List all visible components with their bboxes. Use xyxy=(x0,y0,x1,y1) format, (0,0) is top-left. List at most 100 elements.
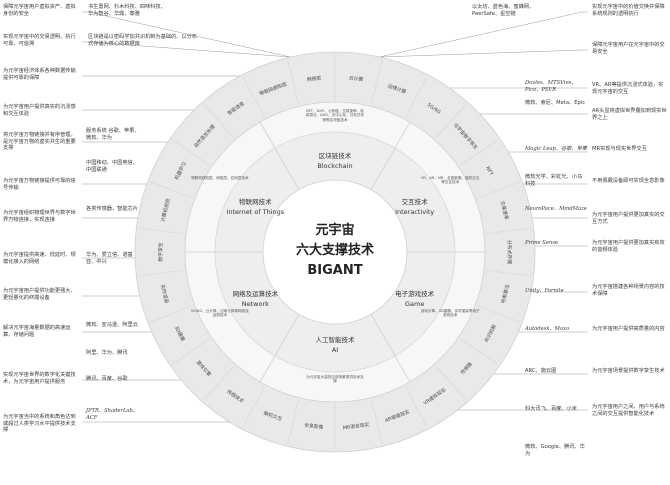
ring-label: NFT xyxy=(484,166,494,177)
left-note-2: 为元宇宙经济体系各种数据传输提供可靠的保障 xyxy=(3,68,76,81)
leader-lines xyxy=(82,11,588,423)
ring-segment-divider xyxy=(203,103,235,139)
pillar-detail: 物联网感知层、网络层、应用层技术 xyxy=(191,175,249,180)
mid-right-1: Dovles、MTSVive、Pico、PSVR xyxy=(525,80,577,93)
ring-segment-divider xyxy=(485,270,532,277)
left-note-10: 实现元宇宙世界的数字化关键技术，为元宇宙用户提供服务 xyxy=(3,372,76,385)
right-note-8: 为元宇宙搭建各种场景内容的技术保障 xyxy=(592,284,665,297)
ring-label: 分布式存储 xyxy=(506,240,513,264)
center-title-line3: BIGANT xyxy=(307,263,362,278)
right-note-3: AR头显将虚拟世界叠加到现实世界之上 xyxy=(592,108,667,121)
left-note-9: 解决元宇宙海量数据的高速运算、存储问题 xyxy=(3,325,71,338)
mid-right-0: 以太坊、蓝色海、蜜蜂网、PeerSafe、星空链 xyxy=(472,4,535,17)
ring-segment-divider xyxy=(171,338,211,365)
center-title-line1: 元宇宙 xyxy=(315,222,354,238)
mid-right-2: 微软、索尼、Meta、Epic xyxy=(525,100,586,106)
mid-left-0: 服务系统 谷歌、苹果、微软、华为 xyxy=(86,128,140,141)
mid-right-8: Autodesk、Maxo xyxy=(525,326,570,332)
ring-segment-divider xyxy=(138,270,185,277)
pillar-label-zh: 电子游戏技术 xyxy=(395,289,435,298)
ring-label: 实时渲染 xyxy=(159,284,170,305)
leader-line-right xyxy=(379,11,588,58)
pillar-label-zh: 交互技术 xyxy=(402,197,429,206)
pillar-detail: NFT、DeFi、公有链、交易速率、哈希算法、DAO、去中心化、分布式存储等区块… xyxy=(305,109,365,122)
pillar-label-en: Internet of Things xyxy=(226,208,284,216)
left-note-6: 为元宇宙组织物理世界与数字世界万物连接，实现连接 xyxy=(3,210,76,223)
ring-label: MR混合现实 xyxy=(342,421,370,431)
pillar-detail-text: 物联网感知层、网络层、应用层技术 xyxy=(191,175,249,180)
right-note-7: 为元宇宙用户提供更加真实有效的音频体验 xyxy=(592,240,665,253)
left-note-3: 为元宇宙用户提供真实的沉浸感和交互体验 xyxy=(3,104,76,117)
mid-left-6: 腾讯、百度、谷歌 xyxy=(86,376,128,382)
left-note-8: 为元宇宙用户提供功能更强大、更轻量化的终端设备 xyxy=(3,288,76,301)
ring-label: 网络层 xyxy=(306,74,321,83)
ring-segment-divider xyxy=(242,386,265,428)
pillar-label-en: Blockchain xyxy=(317,162,352,170)
mid-right-9: ARC、施云图 xyxy=(525,368,557,374)
pillar-label-en: Interactivity xyxy=(395,208,434,216)
pillar-detail: 5G/6G、云计算、边缘计算等网络及运算技术 xyxy=(190,308,249,317)
ring-segment-divider xyxy=(287,399,299,445)
pillar-detail-text: NFT、DeFi、公有链、交易速率、哈希算法、DAO、去中心化、分布式存储等区块… xyxy=(305,109,365,122)
ring-segment-divider xyxy=(405,386,428,428)
ring-segment-divider xyxy=(149,305,193,323)
pillar-divider xyxy=(370,121,411,190)
pillar-detail-text: 5G/6G、云计算、边缘计算等网络及运算技术 xyxy=(190,308,249,317)
pillar-label-zh: 区块链技术 xyxy=(319,151,352,160)
mid-left-7: JPTR、ShaderLab、ACF xyxy=(86,408,139,421)
pillar-divider xyxy=(259,314,300,383)
left-note-7: 为元宇宙提供高速、低延时、规模化接入的网络 xyxy=(3,252,76,265)
ring-label: 全息影像 xyxy=(304,422,324,431)
ring-segment-divider xyxy=(485,227,532,234)
pillar-label-en: Game xyxy=(405,300,424,308)
ring-label: 云计算 xyxy=(348,74,363,83)
mid-right-7: Unity、Fornite xyxy=(525,288,564,294)
pillar-label-en: AI xyxy=(332,346,338,354)
mid-left-2: 各类传感器、智能芯片 xyxy=(86,206,138,212)
left-note-4: 将元宇宙万物链接并有序管理，是元宇宙万物的虚实共生的重要支撑 xyxy=(3,132,76,152)
right-note-1: 保障元宇宙用户在元宇宙中的交易安全 xyxy=(592,42,665,55)
pillar-detail-text: 为元宇宙大量的应用场景提供技术支撑 xyxy=(306,375,364,384)
pillar-label-zh: 网络及运算技术 xyxy=(233,289,279,298)
center-title: 元宇宙 六大支撑技术 BIGANT xyxy=(296,222,374,278)
ring-segment-divider xyxy=(435,103,467,139)
ring-segment-divider xyxy=(459,139,499,166)
right-note-5: 不用佩戴设备即可实现全息影像 xyxy=(592,178,665,184)
concentric-rings xyxy=(134,51,536,453)
ring-segment-divider xyxy=(405,76,428,118)
ring-segment-divider xyxy=(371,399,383,445)
pillar-detail: 游戏引擎、3D建模、实时渲染等电子游戏技术 xyxy=(421,309,480,317)
right-note-11: 为元宇宙用户之间、用户与系统之间的交互提供智能化技术 xyxy=(592,404,665,417)
left-note-5: 为元宇宙万物链接提供可靠的信号传输 xyxy=(3,178,76,191)
ring-segment-divider xyxy=(477,305,521,323)
pillar-detail-text: VR、AR、MR、全息影像、脑机交互等交互技术 xyxy=(420,175,480,184)
mid-right-3: Magic Leap、谷歌、苹果 xyxy=(525,146,587,152)
left-note-1: 实现元宇宙中的交易透明、执行可靠、可追溯 xyxy=(3,34,76,47)
mid-left-3: 华为、爱立信、诺基亚、中兴 xyxy=(86,252,133,265)
pillar-detail: 为元宇宙大量的应用场景提供技术支撑 xyxy=(306,375,364,384)
right-note-6: 为元宇宙用户提供更加真实的交互方式 xyxy=(592,212,665,225)
pillar-label-zh: 人工智能技术 xyxy=(316,335,356,344)
left-note-0: 保障元宇宙用户虚拟资产、虚拟身份的安全 xyxy=(3,4,76,17)
mid-right-11: 微软、Google、腾讯、华为 xyxy=(525,444,585,457)
leader-line-right xyxy=(379,49,588,58)
mid-right-6: Prime Sense xyxy=(525,240,558,246)
leader-line-left xyxy=(82,11,291,58)
pillar-label-en: Network xyxy=(242,300,269,308)
right-note-9: 为元宇宙用户提供高质量的内容 xyxy=(592,326,665,332)
right-note-0: 实现元宇宙中的价值交换并保障系统规则的透明执行 xyxy=(592,4,665,17)
mid-left-5: 阿里、华为、腾讯 xyxy=(86,350,128,356)
leader-line-left xyxy=(82,41,291,58)
mid-left-1: 中国移动、中国电信、中国联通 xyxy=(86,160,138,173)
pillar-divider xyxy=(259,121,300,190)
pillar-labels: 区块链技术 Blockchain 交互技术 Interactivity 电子游戏技术 Ga… xyxy=(226,151,434,354)
ring-segment-divider xyxy=(477,181,521,199)
ring-segment-divider xyxy=(435,365,467,401)
ring-label: 数字孪生 xyxy=(157,242,164,261)
left-note-11: 为元宇宙当中的系统和角色达到或超过人类学习水平提供技术支撑 xyxy=(3,414,76,434)
ring-segment-divider xyxy=(138,227,185,234)
ring-segment-divider xyxy=(242,76,265,118)
top-mid-0: 书生置网、杉木科技、四味科技、华为智谷、华鼎、泰雅 xyxy=(88,4,166,17)
pillar-divider xyxy=(370,314,411,383)
